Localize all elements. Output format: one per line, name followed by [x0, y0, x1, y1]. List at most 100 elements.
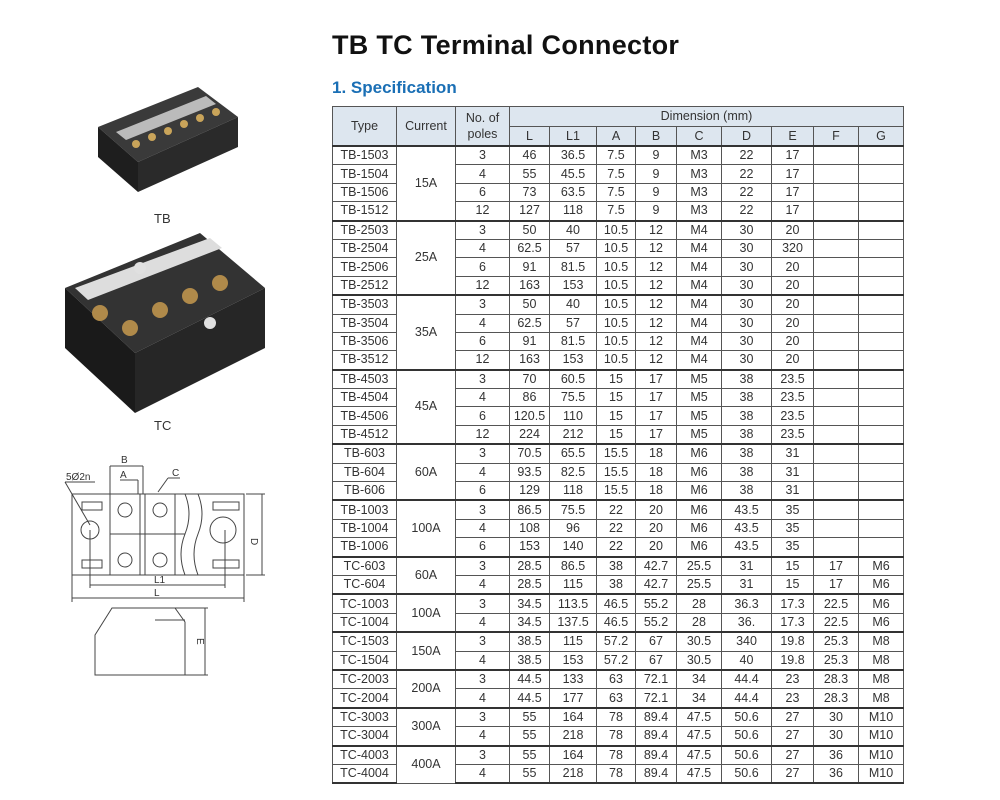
cell-dim-l: 120.5: [509, 406, 550, 426]
cell-dim-d: 36.: [721, 612, 772, 633]
cell-type: TC-3003: [332, 706, 397, 728]
cell-poles: 12: [455, 201, 510, 222]
cell-dim-c: 47.5: [676, 744, 722, 765]
cell-dim-b: 12: [635, 257, 677, 277]
cell-dim-l1: 153: [549, 275, 597, 296]
cell-poles: 3: [455, 219, 510, 240]
cell-dim-g: M6: [857, 612, 905, 633]
cell-dim-c: M3: [676, 164, 722, 184]
cell-dim-c: M5: [676, 406, 722, 426]
cell-dim-c: 30.5: [676, 631, 722, 652]
cell-poles: 6: [455, 257, 510, 277]
cell-dim-c: M4: [676, 257, 722, 277]
cell-dim-b: 9: [635, 182, 677, 203]
cell-dim-a: 7.5: [596, 164, 636, 184]
cell-dim-b: 17: [635, 406, 677, 426]
cell-dim-d: 30: [721, 257, 772, 277]
cell-dim-d: 38: [721, 424, 772, 445]
cell-dim-f: 30: [813, 706, 859, 728]
cell-dim-g: [857, 219, 905, 240]
cell-dim-l1: 153: [549, 350, 597, 371]
cell-dim-a: 7.5: [596, 201, 636, 222]
cell-dim-f: [813, 481, 859, 501]
cell-poles: 4: [455, 688, 510, 709]
cell-dim-d: 38: [721, 406, 772, 426]
cell-poles: 4: [455, 726, 510, 746]
cell-dim-e: 31: [771, 462, 814, 483]
cell-dim-g: [857, 238, 905, 259]
cell-dim-e: 27: [771, 744, 814, 765]
cell-poles: 3: [455, 145, 510, 166]
cell-dim-l1: 65.5: [549, 443, 597, 464]
cell-dim-f: 25.3: [813, 650, 859, 671]
cell-dim-c: 28: [676, 593, 722, 614]
cell-dim-l: 93.5: [509, 462, 550, 483]
cell-current: 45A: [396, 368, 456, 445]
cell-dim-d: 50.6: [721, 726, 772, 746]
cell-dim-l1: 40: [549, 294, 597, 315]
cell-dim-e: 15: [771, 574, 814, 595]
cell-dim-c: M3: [676, 201, 722, 222]
cell-dim-f: [813, 294, 859, 315]
cell-dim-f: [813, 350, 859, 371]
cell-dim-d: 38: [721, 368, 772, 390]
specification-table: Type Current No. of poles Dimension (mm)…: [332, 106, 905, 785]
cell-dim-l1: 36.5: [549, 145, 597, 166]
cell-dim-l1: 137.5: [549, 612, 597, 633]
cell-type: TB-4504: [332, 388, 397, 408]
cell-type: TB-3512: [332, 350, 397, 371]
cell-poles: 4: [455, 313, 510, 333]
cell-dim-g: [857, 481, 905, 501]
cell-dim-a: 7.5: [596, 182, 636, 203]
cell-dim-b: 18: [635, 462, 677, 483]
cell-dim-l1: 113.5: [549, 593, 597, 614]
cell-dim-d: 43.5: [721, 518, 772, 539]
cell-current: 150A: [396, 631, 456, 671]
cell-dim-c: M4: [676, 350, 722, 371]
cell-type: TC-1004: [332, 612, 397, 633]
cell-dim-f: [813, 518, 859, 539]
cell-dim-f: 30: [813, 726, 859, 746]
cell-dim-a: 57.2: [596, 650, 636, 671]
cell-dim-l: 55: [509, 164, 550, 184]
cell-dim-b: 55.2: [635, 612, 677, 633]
cell-dim-a: 10.5: [596, 257, 636, 277]
cell-dim-l1: 81.5: [549, 257, 597, 277]
cell-dim-l1: 40: [549, 219, 597, 240]
cell-dim-l: 38.5: [509, 631, 550, 652]
cell-dim-l1: 115: [549, 574, 597, 595]
cell-dim-g: [857, 368, 905, 390]
cell-dim-e: 19.8: [771, 650, 814, 671]
cell-dim-g: M8: [857, 688, 905, 709]
cell-poles: 12: [455, 424, 510, 445]
cell-dim-f: [813, 537, 859, 558]
header-dimension: Dimension (mm): [508, 106, 905, 127]
cell-dim-g: M6: [857, 555, 905, 576]
cell-dim-d: 43.5: [721, 499, 772, 520]
cell-dim-l1: 57: [549, 313, 597, 333]
cell-type: TC-1003: [332, 593, 397, 614]
cell-dim-a: 22: [596, 537, 636, 558]
cell-dim-f: [813, 368, 859, 390]
cell-type: TB-4503: [332, 368, 397, 390]
cell-dim-b: 42.7: [635, 574, 677, 595]
cell-dim-b: 20: [635, 537, 677, 558]
cell-dim-d: 30: [721, 294, 772, 315]
cell-dim-b: 89.4: [635, 706, 677, 728]
cell-current: 60A: [396, 443, 456, 501]
cell-dim-g: [857, 537, 905, 558]
cell-dim-a: 57.2: [596, 631, 636, 652]
cell-dim-a: 10.5: [596, 238, 636, 259]
cell-dim-g: [857, 182, 905, 203]
cell-poles: 6: [455, 481, 510, 501]
cell-poles: 6: [455, 406, 510, 426]
cell-dim-e: 35: [771, 537, 814, 558]
cell-type: TC-4004: [332, 763, 397, 785]
cell-dim-b: 17: [635, 424, 677, 445]
cell-dim-e: 35: [771, 518, 814, 539]
header-dim-f: F: [813, 126, 859, 147]
cell-poles: 3: [455, 443, 510, 464]
